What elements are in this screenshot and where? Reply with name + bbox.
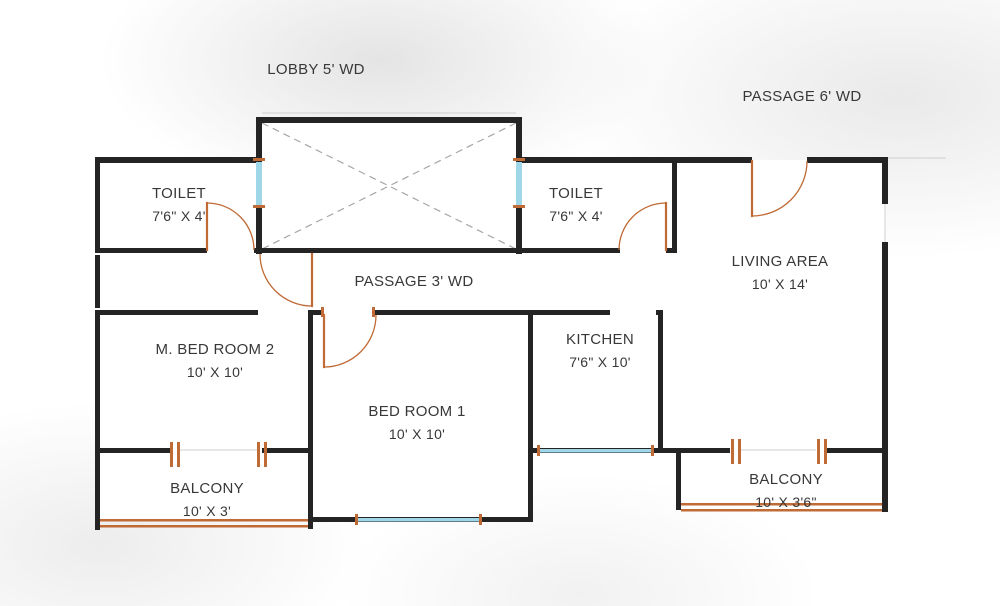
room-label-bed-room-1: BED ROOM 1 10' X 10' xyxy=(368,401,465,445)
room-dims: 10' X 3' xyxy=(182,503,232,519)
faint-construction-lines xyxy=(180,112,946,451)
room-dims: 10' X 3'6" xyxy=(755,494,817,510)
bed-room-1-door-swing xyxy=(323,314,377,368)
label-passage-6ft: PASSAGE 6' WD xyxy=(742,88,862,105)
toilet-left-door-swing xyxy=(206,202,255,251)
entrance-door-swing xyxy=(751,160,808,217)
room-label-living-area: LIVING AREA 10' X 14' xyxy=(732,251,829,295)
room-dims: 10' X 14' xyxy=(751,276,809,292)
room-label-balcony-left: BALCONY 10' X 3' xyxy=(170,478,244,522)
room-name: BALCONY xyxy=(170,480,244,497)
room-name: BED ROOM 1 xyxy=(368,403,466,420)
bed-room-2-door-swing xyxy=(259,253,313,307)
room-dims: 10' X 10' xyxy=(388,426,446,442)
room-dims: 7'6" X 10' xyxy=(569,354,631,370)
room-name: KITCHEN xyxy=(566,331,634,348)
label-lobby: LOBBY 5' WD xyxy=(267,61,365,78)
room-dims: 7'6" X 4' xyxy=(152,208,206,224)
windows xyxy=(253,158,654,525)
balcony-railings xyxy=(100,503,882,528)
room-dims: 7'6" X 4' xyxy=(549,208,603,224)
room-name: TOILET xyxy=(151,185,207,202)
room-dims: 10' X 10' xyxy=(186,364,244,380)
room-label-balcony-right: BALCONY 10' X 3'6" xyxy=(749,469,823,513)
toilet-middle-door-swing xyxy=(618,202,667,251)
room-label-toilet-middle: TOILET 7'6" X 4' xyxy=(549,183,603,227)
label-passage-3ft: PASSAGE 3' WD xyxy=(354,273,474,290)
room-name: LIVING AREA xyxy=(731,253,829,270)
room-label-toilet-left: TOILET 7'6" X 4' xyxy=(152,183,206,227)
room-name: M. BED ROOM 2 xyxy=(155,341,275,358)
door-jambs xyxy=(170,307,827,467)
room-name: BALCONY xyxy=(749,471,823,488)
room-name: TOILET xyxy=(548,185,604,202)
doors xyxy=(205,159,808,369)
room-label-master-bed-room-2: M. BED ROOM 2 10' X 10' xyxy=(156,339,275,383)
room-label-kitchen: KITCHEN 7'6" X 10' xyxy=(566,329,634,373)
room-floor-underlays xyxy=(97,120,886,521)
